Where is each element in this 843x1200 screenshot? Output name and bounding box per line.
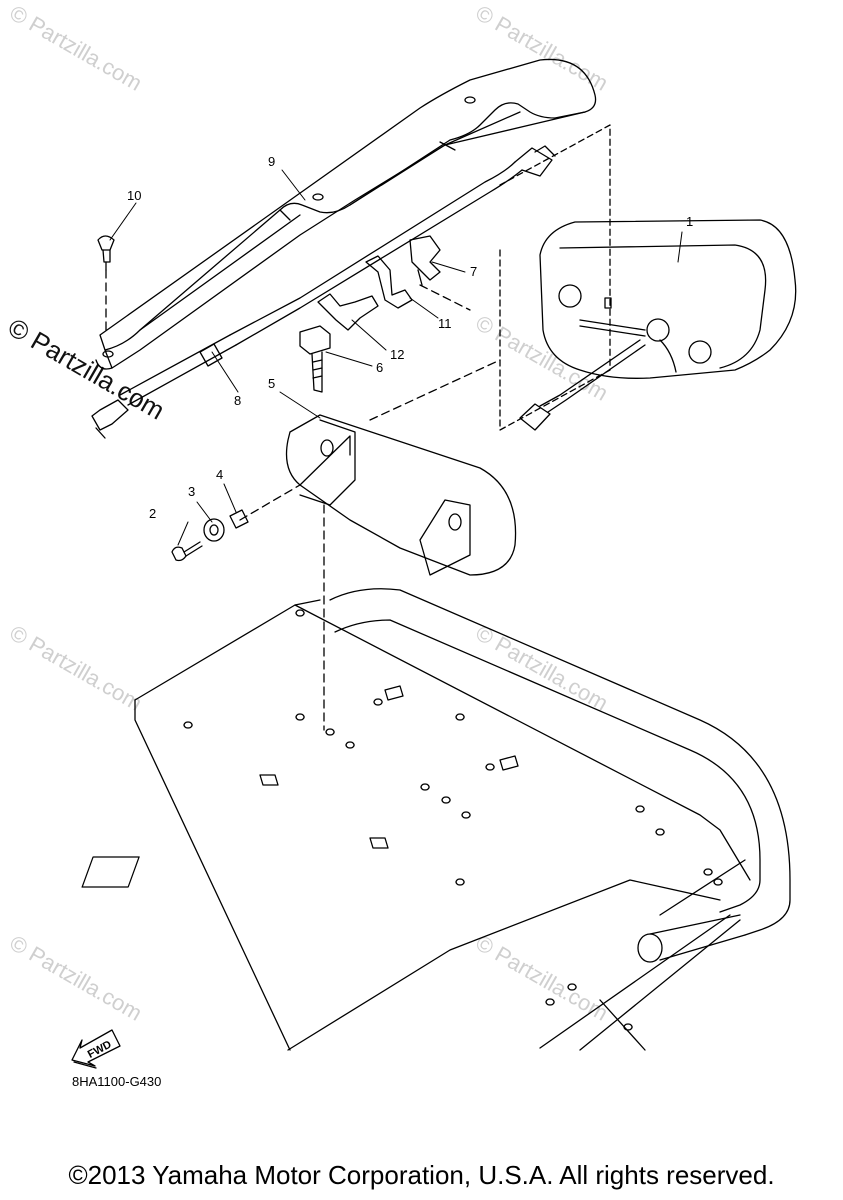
part-7-clip <box>409 235 441 286</box>
frame <box>81 588 791 1051</box>
callout-5: 5 <box>268 376 276 391</box>
copyright-notice: ©2013 Yamaha Motor Corporation, U.S.A. A… <box>68 1160 775 1190</box>
callout-2: 2 <box>149 506 157 521</box>
leader-lines <box>109 169 683 546</box>
callout-4: 4 <box>216 467 224 482</box>
part-4-collar <box>229 509 249 529</box>
part-3-grommet <box>203 518 225 542</box>
part-11-bracket <box>365 255 413 309</box>
callout-10: 10 <box>127 188 142 203</box>
fwd-arrow-icon: FWD <box>71 1029 121 1069</box>
part-2-screw <box>171 541 203 562</box>
part-1-taillight <box>499 124 797 431</box>
callout-9: 9 <box>268 154 276 169</box>
callout-1: 1 <box>686 214 694 229</box>
callout-12: 12 <box>390 347 405 362</box>
callout-8: 8 <box>234 393 242 408</box>
part-5-bracket <box>285 414 517 576</box>
part-6-bolt <box>299 325 331 393</box>
callout-7: 7 <box>470 264 478 279</box>
callout-3: 3 <box>188 484 196 499</box>
part-10-clip <box>97 235 115 271</box>
part-12-bracket <box>317 293 379 331</box>
assembly-lines <box>105 269 501 731</box>
part-9-bracket <box>95 58 597 370</box>
diagram-code: 8HA1100-G430 <box>72 1074 162 1089</box>
callout-6: 6 <box>376 360 384 375</box>
callout-11: 11 <box>438 316 452 331</box>
